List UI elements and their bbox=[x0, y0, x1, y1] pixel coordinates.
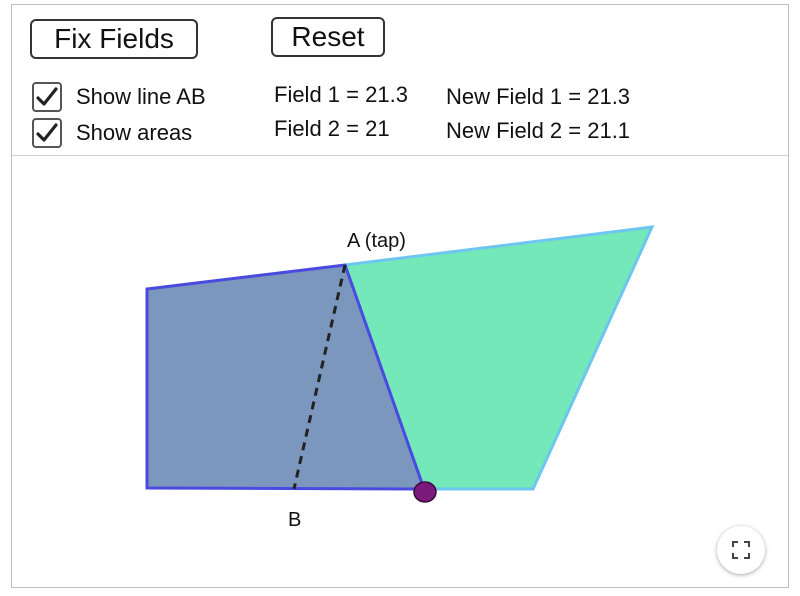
toolbar: Fix Fields Reset Show line AB Show areas… bbox=[12, 5, 788, 156]
fullscreen-button[interactable] bbox=[717, 526, 765, 574]
applet-frame: Fix Fields Reset Show line AB Show areas… bbox=[11, 4, 789, 588]
point-a-label: A (tap) bbox=[347, 230, 406, 252]
check-icon bbox=[36, 123, 58, 142]
field-2-text: Field 2 = 21 bbox=[274, 116, 390, 141]
reset-button[interactable]: Reset bbox=[271, 17, 385, 57]
check-icon bbox=[36, 87, 58, 106]
show-areas-checkbox[interactable] bbox=[32, 118, 62, 148]
point-b-label: B bbox=[288, 509, 301, 531]
graphics-canvas[interactable]: A (tap) B bbox=[12, 156, 788, 587]
new-field-1-text: New Field 1 = 21.3 bbox=[446, 84, 631, 109]
show-line-ab-label: Show line AB bbox=[76, 84, 206, 109]
show-areas-label: Show areas bbox=[76, 120, 193, 145]
fix-fields-button[interactable]: Fix Fields bbox=[30, 19, 198, 59]
geometry-drawing[interactable]: A (tap) B bbox=[12, 156, 788, 587]
line-ab bbox=[292, 264, 347, 490]
new-field-2-text: New Field 2 = 21.1 bbox=[446, 118, 631, 143]
show-line-ab-row[interactable]: Show line AB bbox=[32, 80, 206, 114]
show-areas-row[interactable]: Show areas bbox=[32, 116, 192, 150]
field-1-text: Field 1 = 21.3 bbox=[274, 82, 408, 107]
fullscreen-icon bbox=[732, 541, 750, 559]
drag-point[interactable] bbox=[413, 481, 437, 503]
show-line-ab-checkbox[interactable] bbox=[32, 82, 62, 112]
